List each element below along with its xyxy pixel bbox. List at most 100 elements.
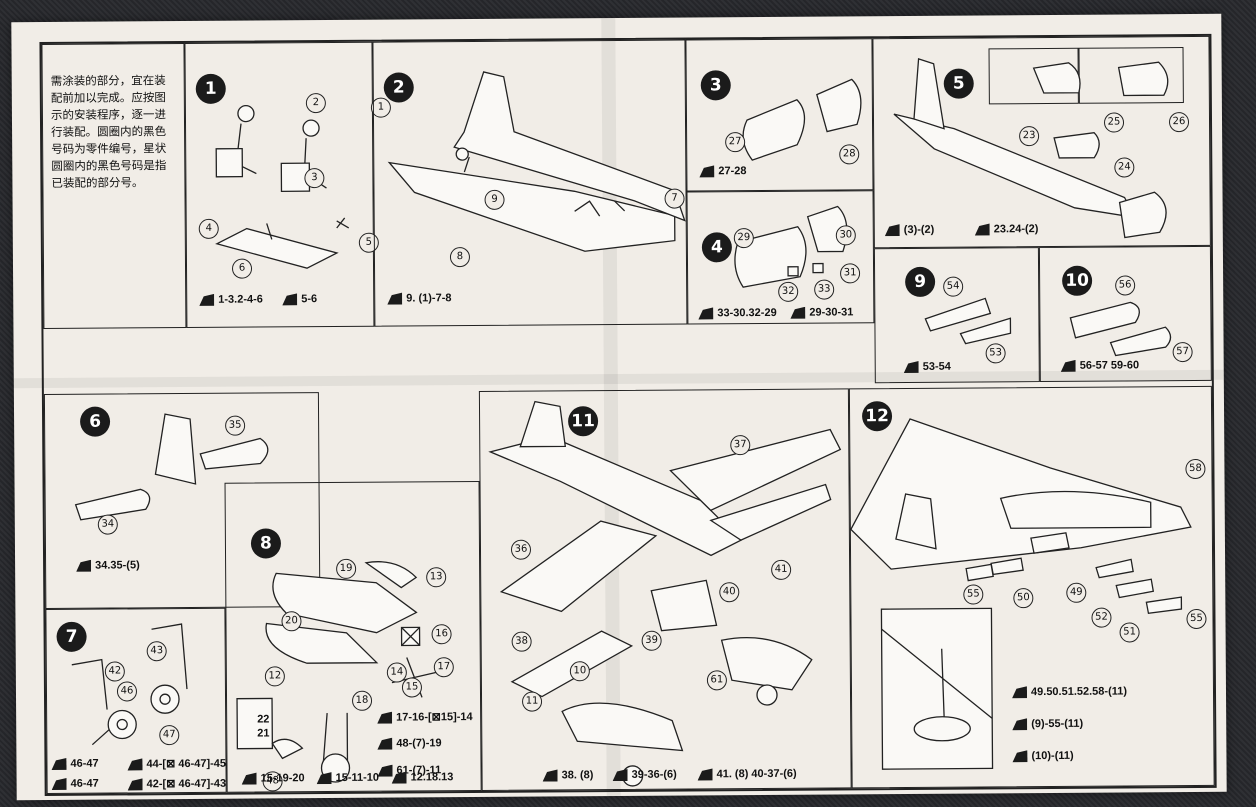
- step-10-caption: 56-57 59-60: [1061, 359, 1139, 372]
- step-8-caption-a: 17-16-[⊠15]-14: [377, 710, 473, 724]
- step-12-panel: 12 58 55 50 49 52 51 55 49.50.51.52.58-(…: [848, 385, 1215, 789]
- glue-icon: [392, 772, 407, 784]
- glue-icon: [387, 293, 402, 305]
- part-49-callout: 49: [1066, 582, 1087, 603]
- step-5-caption-a: (3)-(2): [885, 224, 935, 236]
- part-23-callout: 23: [1019, 126, 1040, 147]
- step-2-caption: 9. (1)-7-8: [387, 292, 452, 305]
- part-24-callout: 24: [1114, 157, 1135, 178]
- glue-icon: [377, 712, 392, 724]
- glue-icon: [127, 758, 142, 770]
- glue-icon: [698, 768, 713, 780]
- step-7-panel: 7 42 43 46 47 46-47 44-[⊠ 46-47]-45 46-4…: [45, 607, 227, 795]
- glue-icon: [790, 307, 805, 319]
- glue-icon: [1012, 750, 1027, 762]
- step-12-caption-a: 49.50.51.52.58-(11): [1012, 685, 1127, 698]
- glue-icon: [1061, 360, 1076, 372]
- part-30-callout: 30: [835, 225, 856, 246]
- step-4-caption-b: 29-30-31: [790, 306, 853, 319]
- glue-icon: [1012, 718, 1027, 730]
- part-32-callout: 32: [778, 281, 799, 302]
- intro-panel: 需涂装的部分，宜在装配前加以完成。应按图示的安装程序，逐一进行装配。圆圈内的黑色…: [41, 43, 187, 330]
- part-55-callout-b: 55: [1186, 608, 1207, 630]
- part-11-callout: 11: [521, 691, 543, 712]
- part-56-callout: 56: [1115, 275, 1136, 296]
- part-2-callout: 2: [305, 93, 326, 114]
- part-18-callout: 18: [351, 690, 373, 711]
- step-11-caption-a: 38. (8): [543, 769, 594, 781]
- part-51-callout: 51: [1119, 622, 1140, 643]
- part-47-callout: 47: [159, 725, 180, 746]
- part-26-callout: 26: [1168, 112, 1190, 133]
- part-35-callout: 35: [225, 415, 246, 436]
- step-7-caption-a: 46-47: [51, 758, 99, 770]
- glue-icon: [1012, 686, 1027, 698]
- glue-icon: [51, 758, 66, 770]
- glue-icon: [377, 765, 392, 777]
- part-36-callout: 36: [510, 539, 532, 560]
- part-43-callout: 43: [146, 641, 167, 662]
- part-28-callout: 28: [839, 144, 860, 165]
- tail-unit-drawing: [74, 413, 269, 521]
- glue-icon: [613, 769, 628, 781]
- part-29-callout: 29: [733, 228, 754, 249]
- step-1-caption-b: 5-6: [282, 293, 317, 305]
- tailplane-drawing: [924, 297, 1012, 345]
- step-4-caption-a: 33-30.32-29: [698, 307, 777, 320]
- step-2-panel: 2 7 9 8 9. (1)-7-8: [372, 39, 688, 327]
- glue-icon: [904, 361, 919, 373]
- step-11-panel: 11 37 36 41 40 39 38 10 11 61: [478, 388, 852, 791]
- step-3-panel: 3 27 28 27-28: [685, 38, 874, 192]
- seat-assembly-drawing: [215, 104, 350, 269]
- step-7-caption-c: 46-47: [52, 778, 99, 790]
- part-12-callout: 12: [264, 666, 285, 687]
- engine-nacelle-drawing: [236, 561, 437, 783]
- part-7-callout: 7: [664, 188, 685, 209]
- landing-gear-drawing: [71, 623, 188, 746]
- step-12-caption-c: (10)-(11): [1012, 750, 1074, 763]
- part-61-callout: 61: [706, 670, 727, 691]
- step-9-caption: 53-54: [904, 361, 951, 373]
- part-9-callout: 9: [484, 189, 505, 210]
- step-1-caption-a: 1-3.2-4-6: [199, 293, 263, 306]
- part-38-callout: 38: [511, 631, 532, 652]
- glue-icon: [975, 224, 990, 236]
- step-11-caption-b: 39-36-(6): [613, 769, 677, 782]
- part-20-callout: 20: [281, 611, 302, 632]
- step-8-caption-d: 15-19-20: [242, 772, 305, 785]
- step-6-caption: 34.35-(5): [76, 559, 140, 572]
- part-46-callout: 46: [116, 681, 138, 702]
- step-8-caption-b: 48-(7)-19: [377, 737, 442, 750]
- step-11-caption-c: 41. (8) 40-37-(6): [698, 768, 797, 781]
- part-41-callout: 41: [771, 559, 792, 580]
- part-52-callout: 52: [1091, 607, 1112, 628]
- glue-icon: [242, 773, 257, 785]
- wing-assembly-drawing: [488, 400, 842, 787]
- glue-icon: [377, 738, 392, 750]
- part-4-callout: 4: [198, 218, 219, 239]
- instruction-frame: 需涂装的部分，宜在装配前加以完成。应按图示的安装程序，逐一进行装配。圆圈内的黑色…: [39, 33, 1217, 797]
- step-9-panel: 9 54 53 53-54: [873, 247, 1040, 384]
- step-8-caption-f: 12.18.13: [392, 771, 454, 784]
- part-19-callout: 19: [336, 558, 357, 579]
- final-assembly-drawing: [850, 418, 1192, 770]
- part-17-callout: 17: [433, 657, 454, 678]
- part-8-callout: 8: [449, 247, 471, 268]
- glue-icon: [76, 560, 91, 572]
- part-58-callout: 58: [1185, 458, 1206, 480]
- part-6-callout: 6: [231, 258, 253, 279]
- step-8-caption-e: 15-11-10: [317, 772, 380, 785]
- glue-icon: [128, 778, 143, 790]
- part-55-callout-a: 55: [963, 584, 984, 605]
- fuselage-canopy-drawing: [893, 58, 1169, 239]
- glue-icon: [52, 778, 67, 790]
- step-4-panel: 4 29 30 31 32 33 33-30.32-29 29-30-31: [686, 190, 875, 325]
- step-10-panel: 10 56 57 56-57 59-60: [1038, 245, 1212, 383]
- step-7-caption-d: 42-[⊠ 46-47]-43: [128, 777, 227, 791]
- glue-icon: [282, 293, 297, 305]
- part-37-callout: 37: [730, 435, 751, 456]
- part-54-callout: 54: [943, 276, 964, 297]
- glue-icon: [543, 770, 558, 782]
- nacelle-detail-drawing: [734, 205, 848, 288]
- part-3-callout: 3: [304, 168, 325, 189]
